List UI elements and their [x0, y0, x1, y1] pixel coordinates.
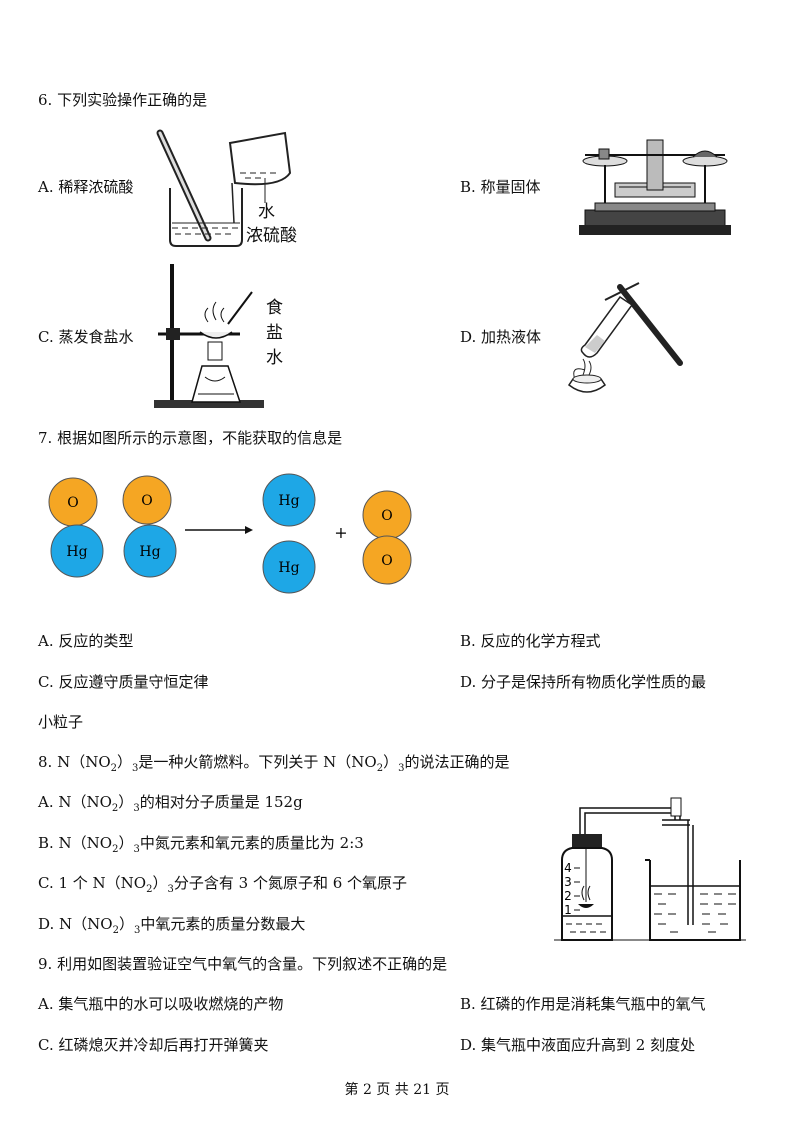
q8-stem: 8. N（NO2）3是一种火箭燃料。下列关于 N（NO2）3的说法正确的是: [38, 753, 510, 774]
heat-liquid-figure: [567, 282, 683, 393]
q8-option-b[interactable]: B. N（NO2）3中氮元素和氧元素的质量比为 2:3: [38, 834, 364, 855]
q6-option-a[interactable]: A. 稀释浓硫酸: [38, 178, 134, 196]
label-conc-acid: 浓硫酸: [246, 226, 297, 246]
label-salt-3: 水: [266, 348, 283, 368]
dilute-acid-figure: [156, 129, 292, 247]
q7-option-d[interactable]: D. 分子是保持所有物质化学性质的最: [460, 673, 707, 691]
atom-o-3: O: [381, 508, 392, 524]
scale-mark-2: 2: [564, 889, 572, 903]
atom-o-2: O: [141, 493, 152, 509]
q7-option-a[interactable]: A. 反应的类型: [38, 632, 134, 650]
atom-hg-3: Hg: [278, 493, 299, 509]
atom-o-4: O: [381, 553, 392, 569]
q7-option-b[interactable]: B. 反应的化学方程式: [460, 632, 601, 650]
evaporation-figure: [154, 264, 264, 408]
balance-figure: [579, 139, 731, 235]
q9-option-d[interactable]: D. 集气瓶中液面应升高到 2 刻度处: [460, 1036, 696, 1054]
q9-option-b[interactable]: B. 红磷的作用是消耗集气瓶中的氧气: [460, 995, 706, 1013]
label-salt-2: 盐: [266, 323, 283, 343]
q8-option-a[interactable]: A. N（NO2）3的相对分子质量是 152g: [38, 793, 303, 814]
atom-hg-2: Hg: [139, 544, 160, 560]
q7-option-d-cont: 小粒子: [38, 713, 84, 731]
atom-o-1: O: [67, 495, 78, 511]
atom-hg-1: Hg: [66, 544, 87, 560]
q9-option-a[interactable]: A. 集气瓶中的水可以吸收燃烧的产物: [38, 995, 284, 1013]
q6-option-b[interactable]: B. 称量固体: [460, 178, 541, 196]
q6-stem: 6. 下列实验操作正确的是: [38, 91, 208, 109]
label-salt-1: 食: [266, 298, 283, 318]
q7-stem: 7. 根据如图所示的示意图，不能获取的信息是: [38, 429, 343, 447]
scale-mark-4: 4: [564, 861, 572, 875]
scale-mark-1: 1: [564, 903, 572, 917]
reaction-diagram: O Hg O Hg Hg Hg + O O: [48, 473, 412, 594]
q8-option-c[interactable]: C. 1 个 N（NO2）3分子含有 3 个氮原子和 6 个氧原子: [38, 874, 408, 895]
q7-option-c[interactable]: C. 反应遵守质量守恒定律: [38, 673, 209, 691]
plus-sign: +: [334, 523, 347, 542]
label-water: 水: [258, 202, 275, 222]
q6-option-d[interactable]: D. 加热液体: [460, 328, 542, 346]
q9-stem: 9. 利用如图装置验证空气中氧气的含量。下列叙述不正确的是: [38, 955, 448, 973]
scale-mark-3: 3: [564, 875, 572, 889]
atom-hg-4: Hg: [278, 560, 299, 576]
q6-option-c[interactable]: C. 蒸发食盐水: [38, 328, 134, 346]
q8-option-d[interactable]: D. N（NO2）3中氧元素的质量分数最大: [38, 915, 306, 936]
q9-option-c[interactable]: C. 红磷熄灭并冷却后再打开弹簧夹: [38, 1036, 269, 1054]
page-footer: 第 2 页 共 21 页: [344, 1082, 450, 1098]
